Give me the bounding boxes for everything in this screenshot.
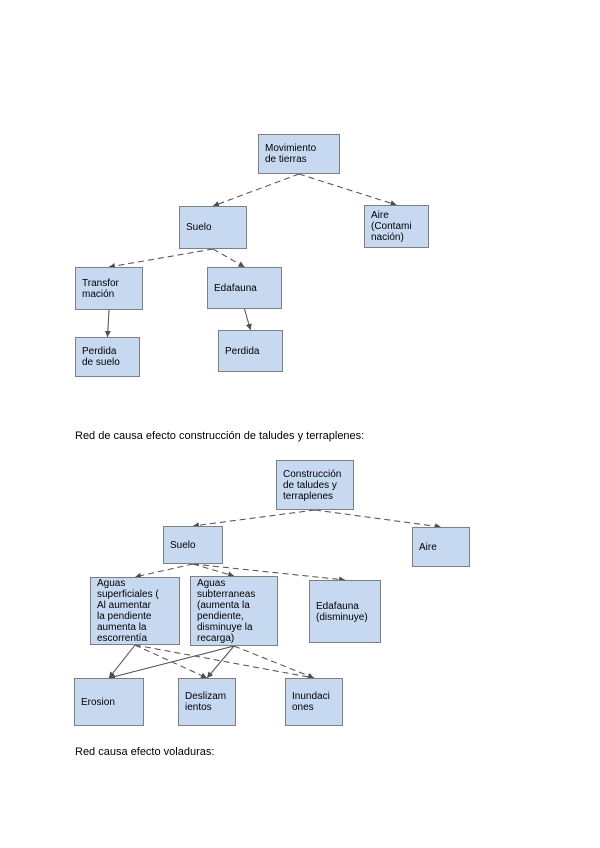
node-suelo: Suelo [179, 206, 247, 249]
node-label-line: disminuye la [197, 622, 253, 633]
node-label-line: escorrentía [97, 633, 148, 644]
edge-arrow-d2-aguas_sub-to-desliz [206, 645, 235, 679]
edge-arrow-d2-suelo-to-edafauna [192, 563, 346, 583]
edge-arrow-d1-edafauna-to-perdida [244, 308, 252, 331]
node-label-line: Deslizam [185, 691, 227, 702]
edge-arrow-d2-suelo-to-aguas_sup [134, 563, 194, 579]
edge-arrow-d2-suelo-to-aguas_sub [192, 563, 235, 578]
node-label-line: Transfor [82, 277, 119, 289]
edge-arrow-d2-aguas_sup-to-erosion [108, 644, 136, 679]
node-label: Edafauna [214, 283, 257, 294]
node-label-line: nación) [371, 232, 404, 243]
node-label-line: Edafauna [214, 282, 257, 294]
node-label-line: Al aumentar [97, 600, 151, 611]
node-label-line: Aguas [197, 578, 226, 589]
node-label: Perdida [225, 346, 259, 357]
node-label: Aire [419, 542, 437, 553]
edge-arrow-d1-transf-to-perdida_suelo [104, 309, 111, 338]
node-label-line: subterraneas [197, 589, 256, 600]
node-label-line: recarga) [197, 633, 235, 644]
node-label-line: (disminuye) [316, 611, 368, 623]
edge-arrow-d2-aguas_sub-to-erosion [108, 645, 235, 680]
node-label-line: la pendiente [97, 611, 152, 622]
node-label-line: ientos [185, 702, 212, 713]
node-label-line: mación [82, 288, 115, 300]
node-label: Edafauna(disminuye) [316, 601, 368, 623]
edge-arrow-d1-mov-to-aire [298, 173, 397, 207]
node-label-line: Aire [371, 210, 389, 221]
edge-arrow-d2-aguas_sup-to-desliz [134, 644, 208, 679]
node-label-line: Aire [419, 541, 437, 553]
node-label-line: Construcción [283, 468, 342, 480]
node-erosion: Erosion [74, 678, 144, 726]
node-edafauna: Edafauna(disminuye) [309, 580, 381, 643]
node-label-line: superficiales ( [97, 589, 159, 600]
node-label-line: de taludes y [283, 479, 337, 491]
node-label-line: ones [292, 702, 314, 713]
node-label-line: Perdida [225, 345, 260, 357]
edge-arrow-d1-suelo-to-transf [108, 248, 214, 269]
node-label: Suelo [186, 222, 212, 233]
node-label-line: Aguas [97, 578, 126, 589]
caption-red-voladuras: Red causa efecto voladuras: [75, 746, 215, 758]
node-label-line: Suelo [186, 222, 212, 233]
node-label-line: Suelo [170, 539, 196, 551]
node-label-line: pendiente, [197, 611, 244, 622]
node-label-line: (Contami [371, 221, 412, 232]
edge-arrow-d2-const-to-aire [314, 509, 442, 530]
node-label-line: Perdida [82, 346, 117, 357]
node-label-line: terraplenes [283, 490, 334, 502]
edge-arrow-d2-aguas_sup-to-inund [134, 644, 315, 680]
edge-arrow-d2-const-to-suelo [192, 509, 316, 529]
node-edafauna: Edafauna [207, 267, 282, 309]
node-suelo: Suelo [163, 526, 223, 564]
edge-arrow-d1-mov-to-suelo [212, 173, 300, 207]
edge-arrow-d1-suelo-to-edafauna [212, 248, 245, 268]
node-label: Suelo [170, 540, 196, 551]
node-label-line: Inundaci [292, 691, 330, 702]
edge-arrow-d2-aguas_sub-to-inund [233, 645, 315, 679]
node-label-line: (aumenta la [197, 600, 250, 611]
node-perdida: Perdida [218, 330, 283, 372]
caption-red-construccion-taludes: Red de causa efecto construcción de talu… [75, 430, 365, 442]
node-label-line: aumenta la [97, 622, 147, 633]
node-label-line: Erosion [81, 696, 115, 708]
node-aire: Aire [412, 527, 470, 567]
node-label-line: de tierras [265, 154, 307, 165]
node-label-line: Movimiento [265, 143, 317, 154]
node-label-line: Edafauna [316, 600, 359, 612]
node-label: Erosion [81, 697, 115, 708]
node-label-line: de suelo [82, 357, 120, 368]
